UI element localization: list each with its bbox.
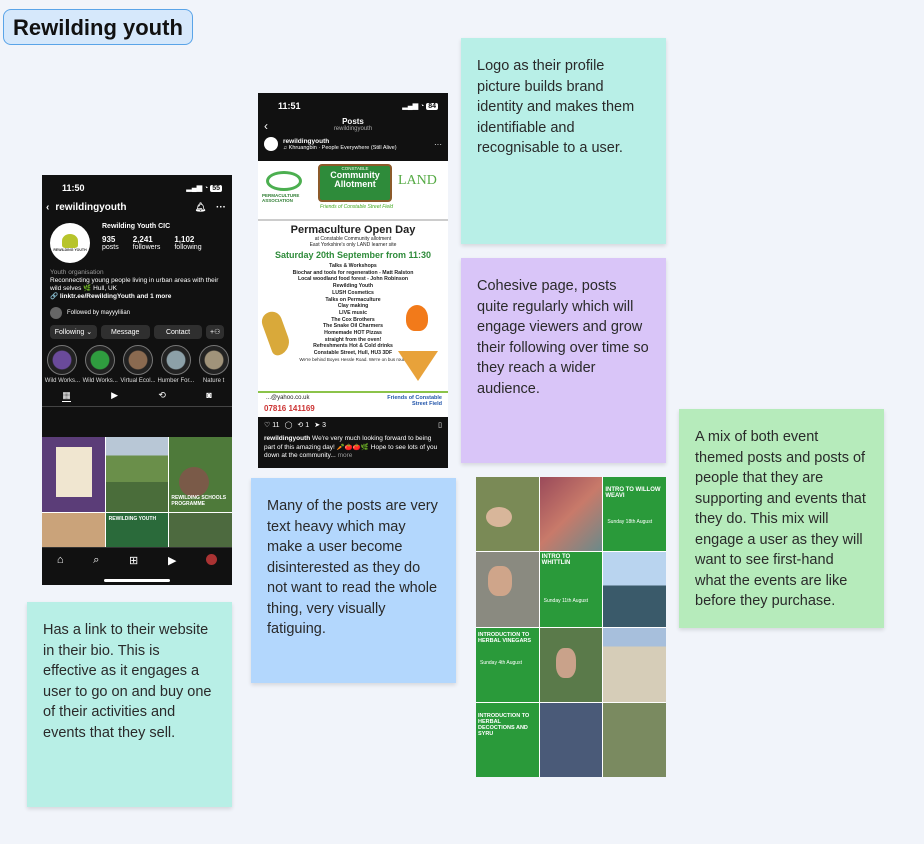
sticky-note-link[interactable]: Has a link to their website in their bio… <box>27 602 232 807</box>
grid-post[interactable] <box>105 437 169 512</box>
grid-post[interactable]: REWILDING SCHOOLS PROGRAMME <box>169 437 232 512</box>
back-arrow-icon[interactable]: ‹ <box>264 119 268 133</box>
collage-post[interactable] <box>539 627 603 702</box>
profile-logo-avatar[interactable]: REWILDING YOUTH <box>50 223 90 263</box>
event-poster[interactable]: PERMACULTURE ASSOCIATION CONSTABLE Commu… <box>258 161 448 417</box>
create-icon[interactable]: ⊞ <box>129 555 139 567</box>
more-icon[interactable]: ··· <box>434 139 442 149</box>
post-music[interactable]: ♫ Khruangbin · People Everywhere (Still … <box>283 144 397 151</box>
status-time: 11:50 <box>62 183 85 193</box>
grid-post[interactable] <box>42 513 105 547</box>
contact-button[interactable]: Contact <box>153 325 203 339</box>
caption-more-link[interactable]: more <box>337 452 353 459</box>
collage-post[interactable] <box>603 552 666 627</box>
sticky-note-logo[interactable]: Logo as their profile picture builds bra… <box>461 38 666 244</box>
profile-bio: Reconnecting young people living in urba… <box>50 277 219 292</box>
caption-username[interactable]: rewildingyouth <box>264 435 311 442</box>
more-icon[interactable]: ··· <box>216 202 226 213</box>
profile-avatar-icon[interactable] <box>206 554 218 565</box>
message-button[interactable]: Message <box>100 325 150 339</box>
reposts-tab-icon[interactable]: ⟲ <box>158 390 166 400</box>
collage-post[interactable] <box>603 627 666 702</box>
poster-pizza <box>398 351 438 381</box>
highlight-item[interactable]: Wild Works... <box>44 345 81 384</box>
profile-screenshot: 11:50 ▂▄▆ ◔ 55 ‹ rewildingyouth 🔔︎ ··· R… <box>42 175 232 585</box>
posts-subheader: rewildingyouth <box>333 126 373 132</box>
post-username[interactable]: rewildingyouth <box>283 137 330 145</box>
followed-by-text[interactable]: Followed by mayyylilian <box>67 310 131 316</box>
add-person-button[interactable]: +⚇ <box>206 325 224 339</box>
grid-post[interactable]: REWILDING YOUTH <box>105 513 169 547</box>
collage-post[interactable] <box>476 477 539 552</box>
home-icon[interactable]: ⌂ <box>56 554 64 566</box>
comment-icon[interactable]: ◯ <box>284 422 293 429</box>
sticky-note-cohesive[interactable]: Cohesive page, posts quite regularly whi… <box>461 258 666 463</box>
grid-post[interactable] <box>42 437 105 512</box>
sticky-note-text-heavy[interactable]: Many of the posts are very text heavy wh… <box>251 478 456 683</box>
highlight-item[interactable]: Wild Works... <box>82 345 119 384</box>
status-battery: ▂▄▆ ◔ 84 <box>402 103 438 110</box>
collage-post[interactable] <box>539 702 603 777</box>
save-icon[interactable]: ▯ <box>438 422 442 429</box>
share-icon[interactable]: ➤ <box>314 422 321 429</box>
grid-post[interactable] <box>169 513 232 547</box>
posts-header: Posts <box>342 117 364 126</box>
repost-icon[interactable]: ⟲ <box>297 422 304 429</box>
profile-link[interactable]: 🔗 linktr.ee/RewildingYouth and 1 more <box>50 293 172 300</box>
post-caption: We're very much looking forward to being… <box>264 435 438 459</box>
board-title[interactable]: Rewilding youth <box>3 9 193 45</box>
profile-username: rewildingyouth <box>55 202 127 213</box>
poster-fire <box>406 305 428 331</box>
bell-icon[interactable]: 🔔︎ <box>194 202 206 212</box>
status-time: 11:51 <box>278 101 301 111</box>
search-icon[interactable]: ⌕ <box>93 554 100 566</box>
reels-tab-icon[interactable]: ▶ <box>111 390 119 400</box>
highlight-item[interactable]: Virtual Ecol... <box>120 345 157 384</box>
profile-post-grid: REWILDING SCHOOLS PROGRAMME REWILDING YO… <box>42 437 232 547</box>
collage-post[interactable] <box>476 552 539 627</box>
collage-post[interactable] <box>603 702 666 777</box>
post-avatar[interactable] <box>264 137 278 151</box>
follower-avatar <box>50 307 62 319</box>
tagged-tab-icon[interactable]: ◙ <box>206 390 212 400</box>
sticky-note-mix[interactable]: A mix of both event themed posts and pos… <box>679 409 884 628</box>
highlight-item[interactable]: Humber For... <box>157 345 194 384</box>
following-button[interactable]: Following ⌄ <box>50 325 97 339</box>
collage-post[interactable]: INTRODUCTION TO HERBAL DECOCTIONS AND SY… <box>476 702 539 777</box>
highlight-item[interactable]: Nature t <box>195 345 232 384</box>
back-arrow-icon[interactable]: ‹ <box>46 202 50 213</box>
status-battery: ▂▄▆ ◔ 55 <box>186 185 222 192</box>
reels-icon[interactable]: ▶ <box>167 555 177 567</box>
grid-tab-icon[interactable]: ▦ <box>62 390 71 402</box>
like-icon[interactable]: ♡ <box>264 422 271 429</box>
post-screenshot: 11:51 ▂▄▆ ◔ 84 ‹ Posts rewildingyouth re… <box>258 93 448 468</box>
home-indicator <box>104 579 170 582</box>
profile-display-name: Rewilding Youth CIC <box>102 223 171 230</box>
profile-category: Youth organisation <box>50 269 104 276</box>
collage-post[interactable] <box>539 477 603 552</box>
